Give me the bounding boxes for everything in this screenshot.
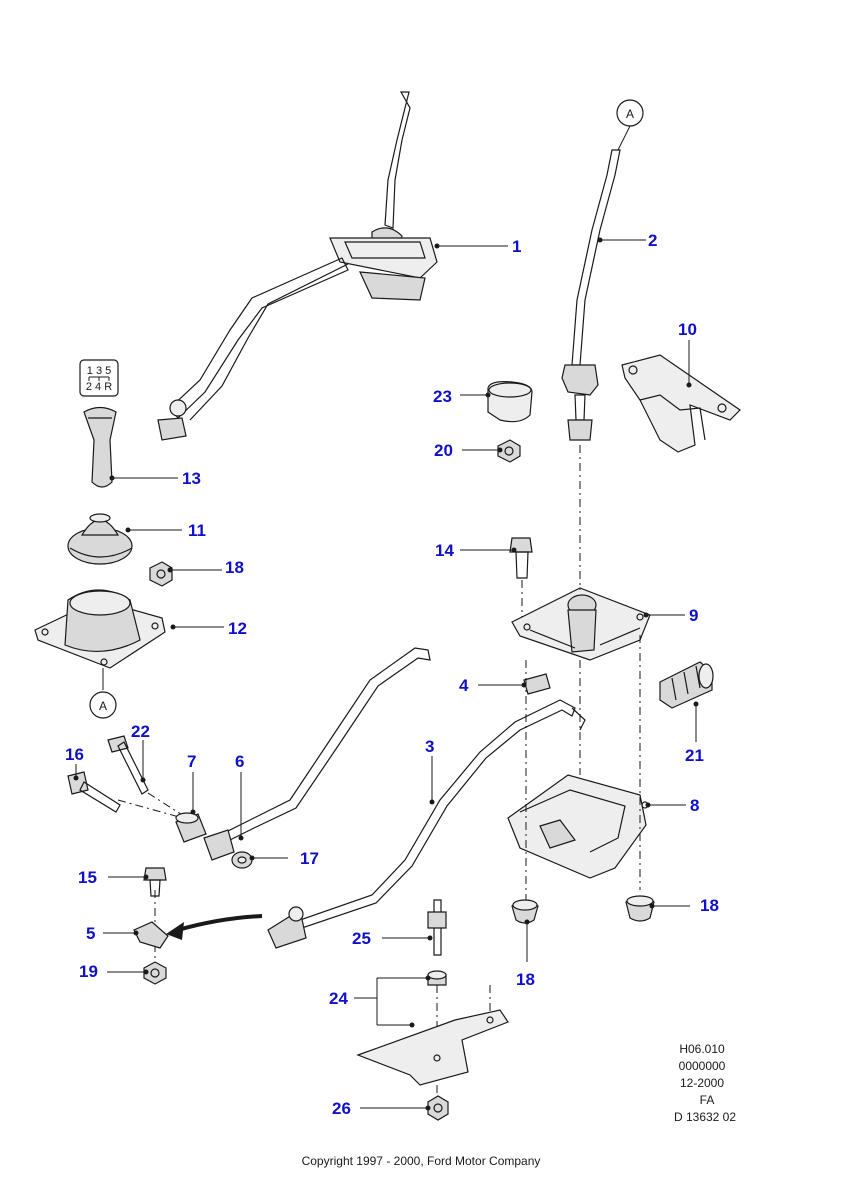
part-18-grommet-left xyxy=(511,899,539,924)
part-9-housing-upper xyxy=(511,587,651,661)
callout-3: 3 xyxy=(425,737,434,756)
part-17-washer xyxy=(231,851,253,869)
shift-pattern-bottom: 2 4 R xyxy=(86,381,112,393)
connector-a-lower-label: A xyxy=(99,699,107,713)
reference-block: H06.010 0000000 12-2000 FA D 13632 02 xyxy=(674,1042,736,1124)
callout-8: 8 xyxy=(690,796,699,815)
part-2-shift-lever xyxy=(561,149,621,441)
part-18-nut-upper xyxy=(149,561,173,587)
part-16-bolt xyxy=(67,771,121,813)
reference-line-3: 12-2000 xyxy=(680,1076,724,1090)
callout-13: 13 xyxy=(182,469,201,488)
callout-6: 6 xyxy=(235,752,244,771)
part-20-nut xyxy=(497,439,521,463)
callout-10: 10 xyxy=(678,320,697,339)
callout-4: 4 xyxy=(459,676,469,695)
reference-line-1: H06.010 xyxy=(679,1042,725,1056)
part-22-stud xyxy=(107,735,191,821)
callout-16: 16 xyxy=(65,745,84,764)
leader-lines xyxy=(73,237,699,1111)
callout-2: 2 xyxy=(648,231,657,250)
callout-7: 7 xyxy=(187,752,196,771)
part-12-boot-retainer xyxy=(34,589,166,669)
connector-a-lower: A xyxy=(89,668,117,719)
reference-line-4: FA xyxy=(700,1093,715,1107)
callout-17: 17 xyxy=(300,849,319,868)
part-15-bolt xyxy=(143,867,167,897)
callout-18-lower-left: 18 xyxy=(516,970,535,989)
callout-12: 12 xyxy=(228,619,247,638)
reference-line-2: 0000000 xyxy=(679,1059,726,1073)
reference-line-5: D 13632 02 xyxy=(674,1110,736,1124)
part-21-damper xyxy=(659,661,714,709)
callout-24: 24 xyxy=(329,989,348,1008)
connector-a-upper-label: A xyxy=(626,107,634,121)
callout-labels: 1 2 3 4 5 6 7 8 9 10 11 12 13 14 15 16 1… xyxy=(65,231,719,1118)
part-6-shift-rod xyxy=(203,647,431,861)
part-18-grommet-right xyxy=(625,895,655,922)
part-7-bushing xyxy=(175,812,207,843)
callout-21: 21 xyxy=(685,746,704,765)
callout-14: 14 xyxy=(435,541,454,560)
callout-23: 23 xyxy=(433,387,452,406)
callout-19: 19 xyxy=(79,962,98,981)
shift-pattern-top: 1 3 5 xyxy=(87,365,111,377)
part-4-clip xyxy=(523,673,551,695)
part-10-bracket xyxy=(621,354,741,453)
copyright-notice: Copyright 1997 - 2000, Ford Motor Compan… xyxy=(302,1154,541,1168)
part-8-housing-lower xyxy=(507,774,649,879)
callout-22: 22 xyxy=(131,722,150,741)
shift-pattern-emblem: 1 3 5 2 4 R xyxy=(79,359,119,397)
part-25-stud xyxy=(427,899,447,956)
part-5-clip xyxy=(133,921,169,949)
callout-15: 15 xyxy=(78,868,97,887)
part-1-shift-lever-assembly xyxy=(157,91,438,441)
callout-5: 5 xyxy=(86,924,95,943)
part-19-nut xyxy=(143,961,167,985)
part-3-shift-rod xyxy=(267,699,586,949)
assembly-arrow xyxy=(166,914,263,940)
part-23-bushing xyxy=(487,381,533,423)
callout-20: 20 xyxy=(434,441,453,460)
callout-18-upper: 18 xyxy=(225,558,244,577)
callout-9: 9 xyxy=(689,606,698,625)
connector-a-upper: A xyxy=(616,99,644,151)
callout-11: 11 xyxy=(188,521,206,540)
part-13-gear-knob xyxy=(83,406,117,488)
part-11-gaiter-boot xyxy=(67,513,133,565)
part-26-nut xyxy=(427,1095,449,1121)
callout-18-lower-right: 18 xyxy=(700,896,719,915)
callout-26: 26 xyxy=(332,1099,351,1118)
callout-25: 25 xyxy=(352,929,371,948)
alignment-lines xyxy=(117,445,641,1100)
part-24-plate-assembly xyxy=(356,970,509,1086)
callout-1: 1 xyxy=(512,237,521,256)
